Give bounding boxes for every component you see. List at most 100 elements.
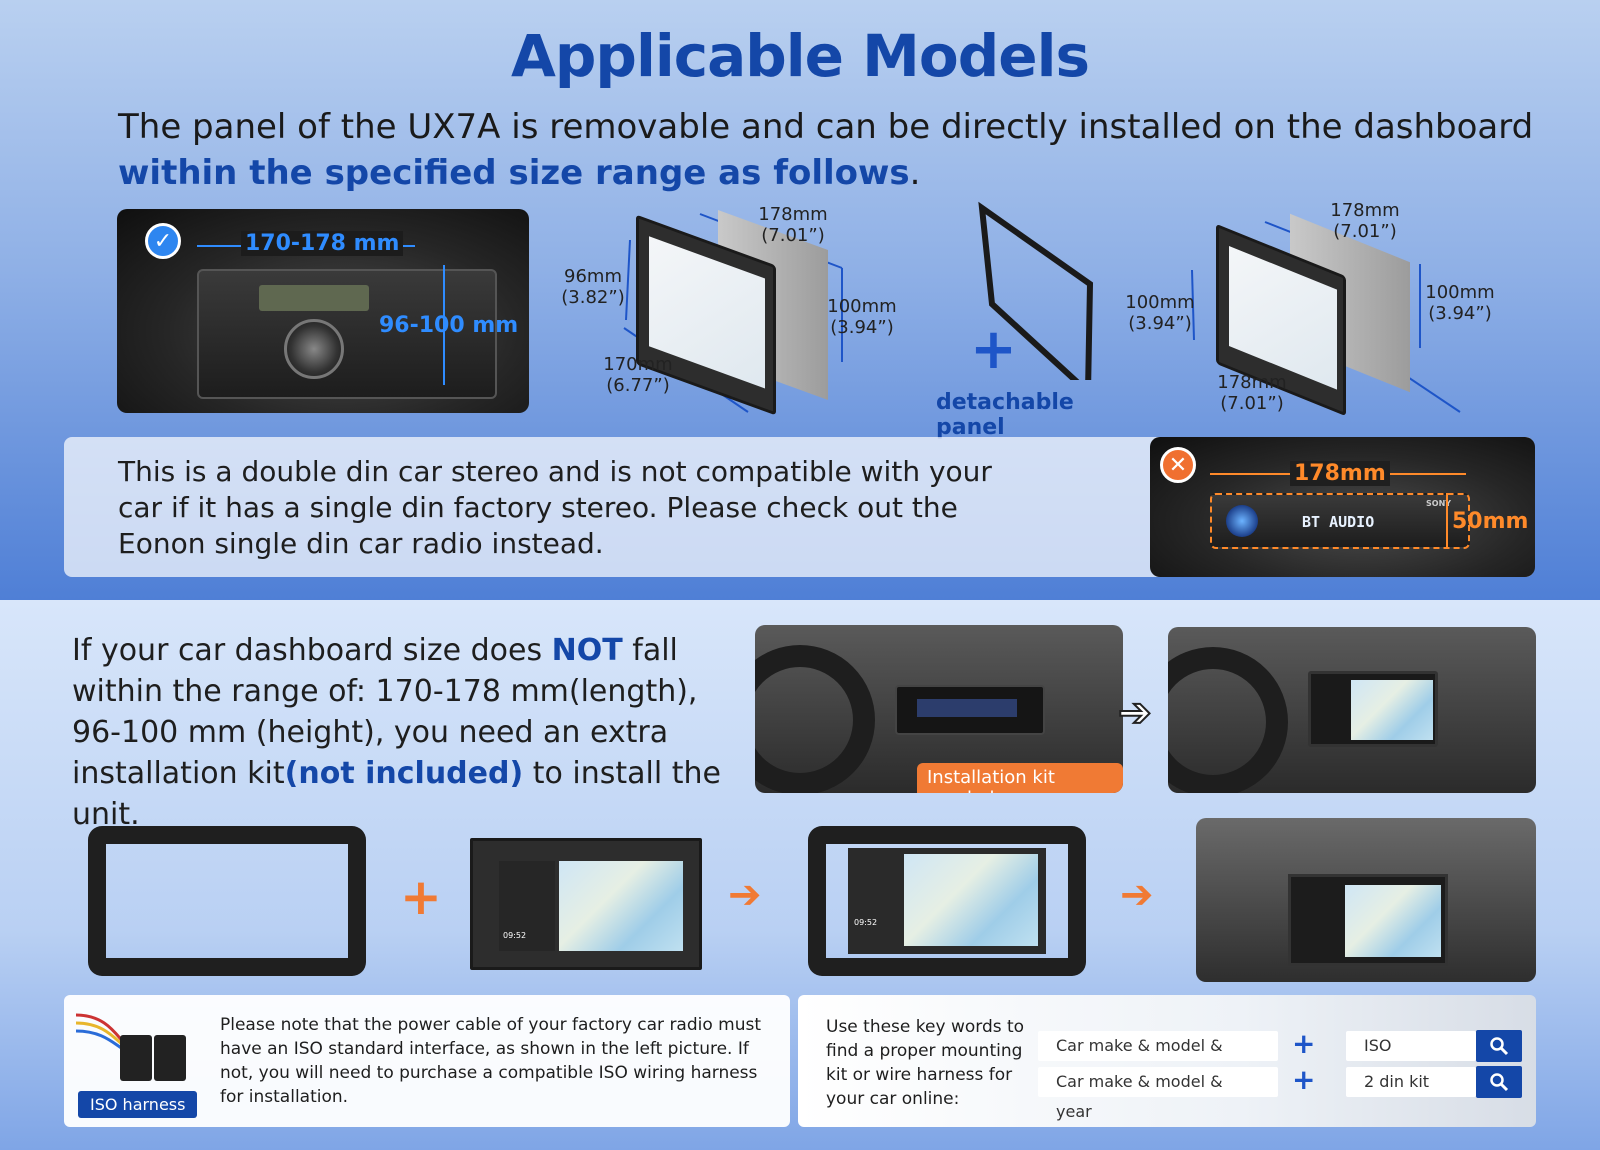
panel-outline (978, 201, 1094, 380)
steering-wheel-2 (1168, 647, 1288, 793)
search-button-1[interactable] (1476, 1030, 1522, 1062)
dim2-top-in: (7.01”) (1333, 221, 1397, 242)
dim-right-mm: 100mm (827, 296, 897, 317)
single-din-knob (1226, 505, 1258, 537)
head-unit-front: 09:52 (470, 838, 702, 970)
arrow-right-icon: ➔ (1117, 689, 1152, 737)
dim-bottom: 170mm(6.77”) (600, 354, 676, 396)
plus-orange-icon: + (400, 868, 442, 926)
single-length-label: 178mm (1290, 461, 1390, 486)
dim2-bottom-in: (7.01”) (1220, 393, 1284, 414)
steering-wheel (755, 645, 875, 793)
intro-plain: The panel of the UX7A is removable and c… (118, 107, 1534, 147)
final-installed-unit (1288, 874, 1448, 966)
dim2-left: 100mm(3.94”) (1120, 292, 1200, 334)
dim2-bottom-mm: 178mm (1217, 372, 1287, 393)
intro-bold: within the specified size range as follo… (118, 153, 910, 193)
frame-with-unit: 09:52 (808, 826, 1086, 976)
search-icon (1490, 1073, 1509, 1092)
volume-knob (284, 319, 344, 379)
installed-map (1351, 680, 1433, 740)
height-line (443, 265, 445, 385)
single-din-photo: BT AUDIO SONY ✕ 178mm 50mm (1150, 437, 1535, 577)
final-map (1345, 885, 1441, 957)
unit-map (559, 861, 683, 951)
arrow-orange-icon-1: ➔ (728, 872, 762, 918)
car-interior-before: Installation kit needed (755, 625, 1123, 793)
dim-left: 96mm(3.82”) (560, 266, 626, 308)
dim2-bottom: 178mm(7.01”) (1212, 372, 1292, 414)
radio-brand: SONY (1426, 499, 1452, 508)
iso-note-text: Please note that the power cable of your… (220, 1015, 762, 1107)
dim-top-in: (7.01”) (761, 225, 825, 246)
radio-display: BT AUDIO (1302, 513, 1375, 531)
cross-icon: ✕ (1160, 447, 1196, 483)
dim-bottom-mm: 170mm (603, 354, 673, 375)
intro-end: . (909, 153, 921, 193)
install-text-1: If your car dashboard size does (72, 633, 552, 668)
keyword-plus-1: + (1292, 1027, 1316, 1060)
intro-text: The panel of the UX7A is removable and c… (118, 104, 1538, 196)
factory-radio-display (917, 699, 1017, 717)
dim2-right: 100mm(3.94”) (1420, 282, 1500, 324)
dim-top-mm: 178mm (758, 204, 828, 225)
unit-clock: 09:52 (503, 931, 527, 940)
unit-widgets: 09:52 (499, 861, 555, 951)
unit-2-screen (1229, 245, 1337, 390)
iso-note-card: ISO harness Please note that the power c… (64, 995, 790, 1127)
detachable-panel-diagram: + detachable panel (920, 200, 1140, 440)
dim2-left-in: (3.94”) (1128, 313, 1192, 334)
keyword-car-box-2: Car make & model & year (1038, 1067, 1278, 1121)
car-interior-after (1168, 627, 1536, 793)
page-title: Applicable Models (511, 22, 1090, 90)
final-install-photo (1196, 818, 1536, 982)
installation-kit-needed-label: Installation kit needed (917, 763, 1123, 793)
height-label: 96-100 mm (379, 313, 519, 338)
unit-diagram-1: 178mm(7.01”) 96mm(3.82”) 100mm(3.94”) 17… (560, 200, 897, 425)
install-text-bold-1: NOT (551, 633, 623, 668)
install-kit-text: If your car dashboard size does NOT fall… (72, 630, 752, 835)
stereo-display (259, 285, 369, 311)
dim-right-in: (3.94”) (830, 317, 894, 338)
dim2-left-mm: 100mm (1125, 292, 1195, 313)
framed-map (904, 854, 1038, 946)
dim-top: 178mm(7.01”) (748, 204, 838, 246)
iso-connector-graphic (75, 1013, 186, 1081)
iso-harness-tag: ISO harness (78, 1091, 198, 1118)
dim-left-in: (3.82”) (561, 287, 625, 308)
install-text-2: fall within the range of: 170-178 mm(len… (72, 633, 698, 791)
search-icon (1490, 1037, 1509, 1056)
dim2-right-in: (3.94”) (1428, 303, 1492, 324)
keyword-plus-2: + (1292, 1063, 1316, 1096)
single-height-line (1446, 493, 1448, 549)
fit-dashboard-photo: ✓ 170-178 mm 96-100 mm (117, 209, 529, 413)
length-label: 170-178 mm (241, 231, 404, 256)
keywords-intro: Use these key words to find a proper mou… (826, 1017, 1025, 1109)
arrow-orange-icon-2: ➔ (1120, 872, 1154, 918)
check-icon: ✓ (145, 223, 181, 259)
dim-bottom-in: (6.77”) (606, 375, 670, 396)
installed-unit (1308, 671, 1438, 747)
iso-connector-icon (75, 1005, 186, 1085)
dim2-right-mm: 100mm (1425, 282, 1495, 303)
dim2-top: 178mm(7.01”) (1320, 200, 1410, 242)
factory-stereo (197, 269, 497, 399)
dim-left-mm: 96mm (564, 266, 622, 287)
keyword-2din-kit-box: 2 din kit (1346, 1067, 1476, 1097)
unit-diagram-2: 178mm(7.01”) 100mm(3.94”) 100mm(3.94”) 1… (1125, 200, 1510, 425)
plus-icon: + (970, 317, 1017, 382)
single-height-label: 50mm (1452, 509, 1529, 534)
framed-unit-clock: 09:52 (854, 918, 878, 927)
search-button-2[interactable] (1476, 1066, 1522, 1098)
dim2-top-mm: 178mm (1330, 200, 1400, 221)
factory-radio (895, 685, 1045, 735)
single-din-stereo: BT AUDIO SONY (1210, 493, 1470, 549)
keyword-car-box-1: Car make & model & year (1038, 1031, 1278, 1085)
install-text-bold-2: (not included) (284, 756, 524, 791)
detachable-panel-label: detachable panel (936, 390, 1074, 440)
keyword-iso-harness-box: ISO harness (1346, 1031, 1476, 1085)
single-din-text: This is a double din car stereo and is n… (118, 455, 992, 560)
dim-right: 100mm(3.94”) (826, 296, 898, 338)
keywords-card: Use these key words to find a proper mou… (798, 995, 1536, 1127)
mounting-frame (88, 826, 366, 976)
